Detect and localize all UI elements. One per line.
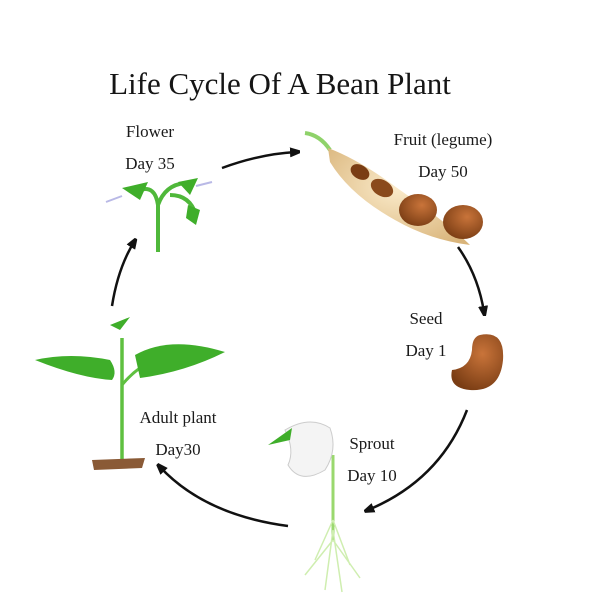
- stage-name: Adult plant: [139, 408, 217, 427]
- arrow-flower-to-fruit: [221, 152, 296, 170]
- stage-day: Day30: [155, 440, 201, 459]
- cycle-arrows: [110, 152, 484, 528]
- stage-fruit-label: Fruit (legume) Day 50: [394, 124, 493, 188]
- stage-flower-label: Flower Day 35: [125, 116, 175, 180]
- stage-day: Day 50: [418, 162, 468, 181]
- stage-day: Day 35: [125, 154, 175, 173]
- seed-illustration: [451, 334, 504, 391]
- stage-day: Day 10: [347, 466, 397, 485]
- stage-name: Sprout: [349, 434, 395, 453]
- diagram-title: Life Cycle Of A Bean Plant: [109, 66, 451, 101]
- flower-plant-illustration: [105, 178, 213, 252]
- stage-name: Flower: [125, 122, 175, 141]
- adult-plant-illustration: [35, 317, 225, 470]
- stage-name: Fruit (legume): [393, 130, 493, 149]
- arrow-fruit-to-seed: [456, 246, 484, 312]
- arrow-seed-to-sprout: [368, 409, 469, 510]
- arrow-sprout-to-adult: [160, 467, 289, 528]
- sprout-illustration: [268, 421, 361, 593]
- stage-name: Seed: [409, 309, 443, 328]
- stage-seed-label: Seed Day 1: [405, 303, 446, 367]
- arrow-adult-to-flower: [110, 242, 134, 307]
- stage-sprout-label: Sprout Day 10: [347, 428, 397, 492]
- stage-adult-label: Adult plant Day30: [140, 402, 217, 466]
- stage-day: Day 1: [405, 341, 447, 360]
- fruit-legume-illustration: [304, 131, 483, 245]
